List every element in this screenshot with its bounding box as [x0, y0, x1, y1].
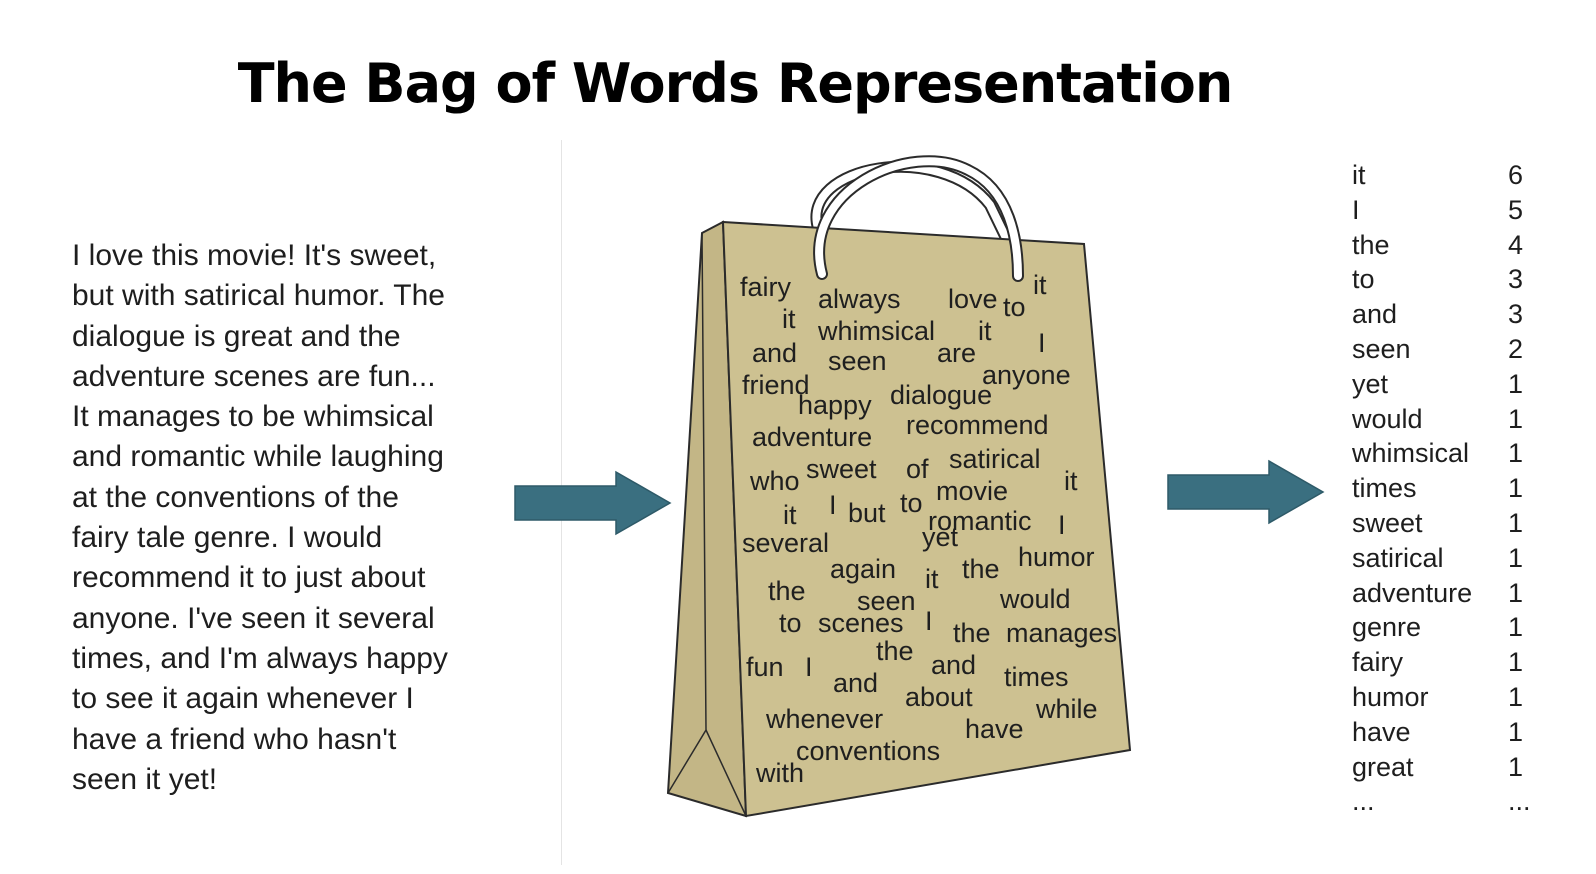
word-count: 1 — [1508, 508, 1524, 538]
word-count: 2 — [1508, 334, 1524, 364]
word-count: 1 — [1508, 612, 1524, 643]
word-count: 1 — [1508, 403, 1524, 434]
word-count: 3 — [1508, 299, 1524, 330]
word-label: the — [1352, 229, 1390, 260]
review-line: anyone. I've seen it several — [72, 601, 435, 635]
review-line: I love this movie! It's sweet, — [72, 239, 437, 272]
diagram-title: The Bag of Words Representation — [237, 52, 1234, 115]
word-count: 3 — [1508, 264, 1524, 295]
word-count: 4 — [1508, 229, 1524, 260]
review-line: dialogue is great and the — [72, 319, 401, 353]
word-count: ... — [1508, 786, 1531, 817]
word-label: great — [1352, 751, 1414, 782]
word-count: 1 — [1508, 647, 1524, 678]
word-label: I — [1352, 194, 1360, 225]
word-count: 5 — [1508, 194, 1524, 225]
review-line: adventure scenes are fun... — [72, 359, 436, 393]
word-label: seen — [1352, 334, 1411, 364]
review-line: It manages to be whimsical — [72, 400, 434, 434]
word-label: satirical — [1352, 542, 1444, 573]
word-label: have — [1352, 716, 1411, 747]
word-label: sweet — [1352, 508, 1423, 538]
word-label: and — [1352, 299, 1398, 330]
word-count: 1 — [1508, 577, 1524, 608]
review-line: fairy tale genre. I would — [72, 521, 383, 555]
review-line: seen it yet! — [72, 762, 218, 796]
word-label: genre — [1352, 612, 1422, 643]
word-count: 1 — [1508, 542, 1524, 573]
review-line: and romantic while laughing — [72, 440, 444, 474]
word-label: would — [1352, 403, 1423, 434]
word-label: whimsical — [1352, 438, 1470, 469]
word-label: adventure — [1352, 577, 1473, 608]
word-count: 1 — [1508, 438, 1524, 469]
word-count: 1 — [1508, 368, 1524, 399]
review-line: but with satirical humor. The — [72, 279, 445, 313]
review-line: times, and I'm always happy — [72, 641, 448, 675]
review-line: at the conventions of the — [72, 480, 399, 514]
word-label: humor — [1352, 682, 1429, 712]
review-line: have a friend who hasn't — [72, 722, 397, 756]
word-count: 1 — [1508, 751, 1524, 782]
word-count: 6 — [1508, 160, 1524, 190]
word-label: times — [1352, 473, 1417, 504]
word-label: fairy — [1352, 647, 1404, 678]
left-arrow-icon — [514, 470, 672, 536]
word-label: it — [1352, 160, 1366, 190]
review-text: I love this movie! It's sweet, but with s… — [72, 236, 512, 800]
right-arrow-icon — [1167, 459, 1325, 525]
word-count: 1 — [1508, 716, 1524, 747]
word-label: ... — [1352, 786, 1375, 817]
word-label: yet — [1352, 368, 1389, 399]
word-count: 1 — [1508, 682, 1524, 712]
word-count: 1 — [1508, 473, 1524, 504]
word-label: to — [1352, 264, 1375, 295]
review-line: recommend it to just about — [72, 561, 426, 595]
review-line: to see it again whenever I — [72, 682, 414, 716]
